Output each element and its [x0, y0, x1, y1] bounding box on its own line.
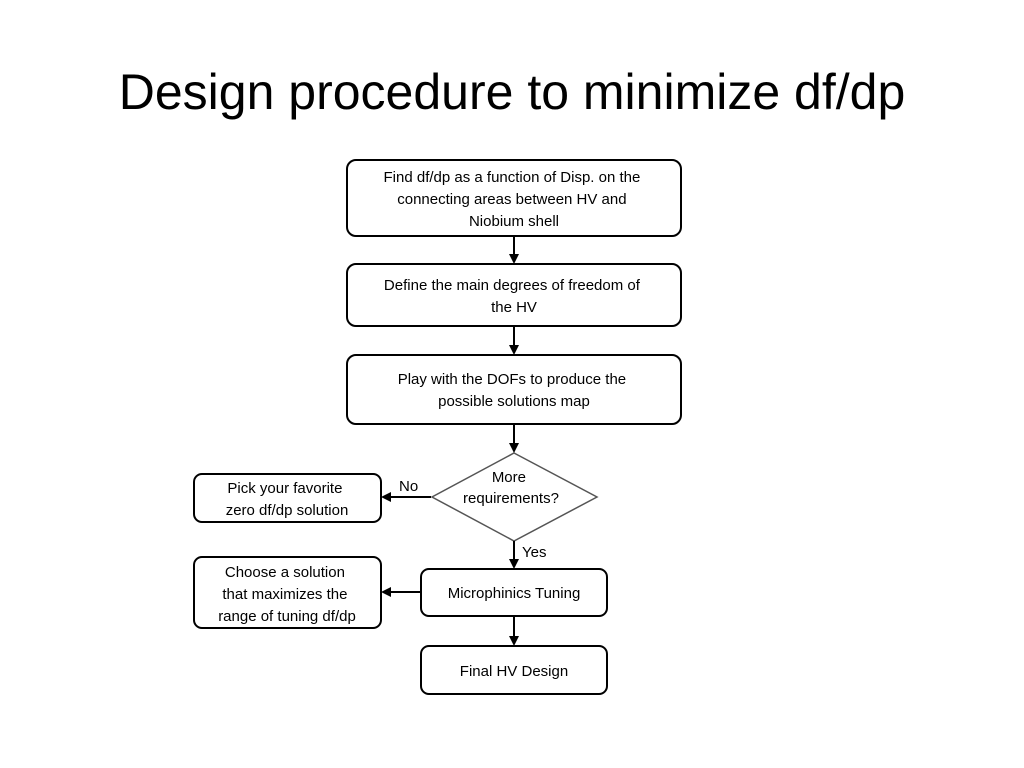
decision-more-requirements: More requirements?	[430, 452, 599, 542]
arrow-play-to-decision	[509, 425, 519, 453]
step-find-line-2: connecting areas between HV and	[397, 191, 626, 208]
step-play-line-2: possible solutions map	[438, 393, 590, 410]
arrow-find-to-define	[509, 237, 519, 264]
step-choose-line-1: Choose a solution	[225, 564, 345, 581]
step-tuning-line-1: Microphinics Tuning	[448, 585, 581, 602]
svg-text:Microphinics Tuning: Microphinics Tuning	[448, 585, 581, 602]
step-find-line-1: Find df/dp as a function of Disp. on the	[384, 169, 641, 186]
edge-label-no: No	[399, 478, 418, 495]
step-final-design: Final HV Design	[420, 645, 608, 695]
step-play-line-1: Play with the DOFs to produce the	[398, 371, 626, 388]
step-pick-solution: Pick your favorite zero df/dp solution	[193, 473, 382, 523]
decision-line-1: More	[492, 469, 526, 486]
arrow-decision-to-pick	[381, 492, 431, 502]
step-pick-line-1: Pick your favorite	[227, 480, 342, 497]
svg-text:Pick your favorite zero: Pick your favorite zero df/dp solution	[226, 480, 349, 519]
step-choose-line-3: range of tuning df/dp	[218, 608, 356, 625]
step-define-line-2: the HV	[491, 299, 537, 316]
step-final-line-1: Final HV Design	[460, 663, 568, 680]
svg-text:Define the main degrees of fre: Define the main degrees of freedom of th…	[384, 277, 644, 316]
decision-line-2: requirements?	[463, 490, 559, 507]
arrow-decision-to-tuning	[509, 541, 519, 569]
arrow-tuning-to-final	[509, 617, 519, 646]
step-choose-line-2: that maximizes the	[222, 586, 347, 603]
step-find-line-3: Niobium shell	[469, 213, 559, 230]
arrow-tuning-to-choose	[381, 587, 420, 597]
edge-label-yes: Yes	[522, 544, 546, 561]
svg-text:Final HV Design: Final HV Design	[460, 663, 568, 680]
slide-title: Design procedure to minimize df/dp	[118, 64, 906, 120]
step-microphonics-tuning: Microphinics Tuning	[420, 568, 608, 617]
svg-text:Play with the DOFs to produce: Play with the DOFs to produce the possib…	[398, 371, 631, 410]
step-play-dofs: Play with the DOFs to produce the possib…	[346, 354, 682, 425]
step-pick-line-2: zero df/dp solution	[226, 502, 349, 519]
step-define-dof: Define the main degrees of freedom of th…	[346, 263, 682, 327]
svg-text:Choose a solution that m: Choose a solution that maximizes the ran…	[218, 564, 356, 625]
step-choose-solution: Choose a solution that maximizes the ran…	[193, 556, 382, 629]
step-define-line-1: Define the main degrees of freedom of	[384, 277, 641, 294]
arrow-define-to-play	[509, 327, 519, 355]
svg-text:More requirements?: More requirements?	[463, 469, 559, 507]
svg-text:Find df/dp as a function of Di: Find df/dp as a function of Disp. on the…	[384, 169, 645, 230]
step-find-dfdp: Find df/dp as a function of Disp. on the…	[346, 159, 682, 237]
